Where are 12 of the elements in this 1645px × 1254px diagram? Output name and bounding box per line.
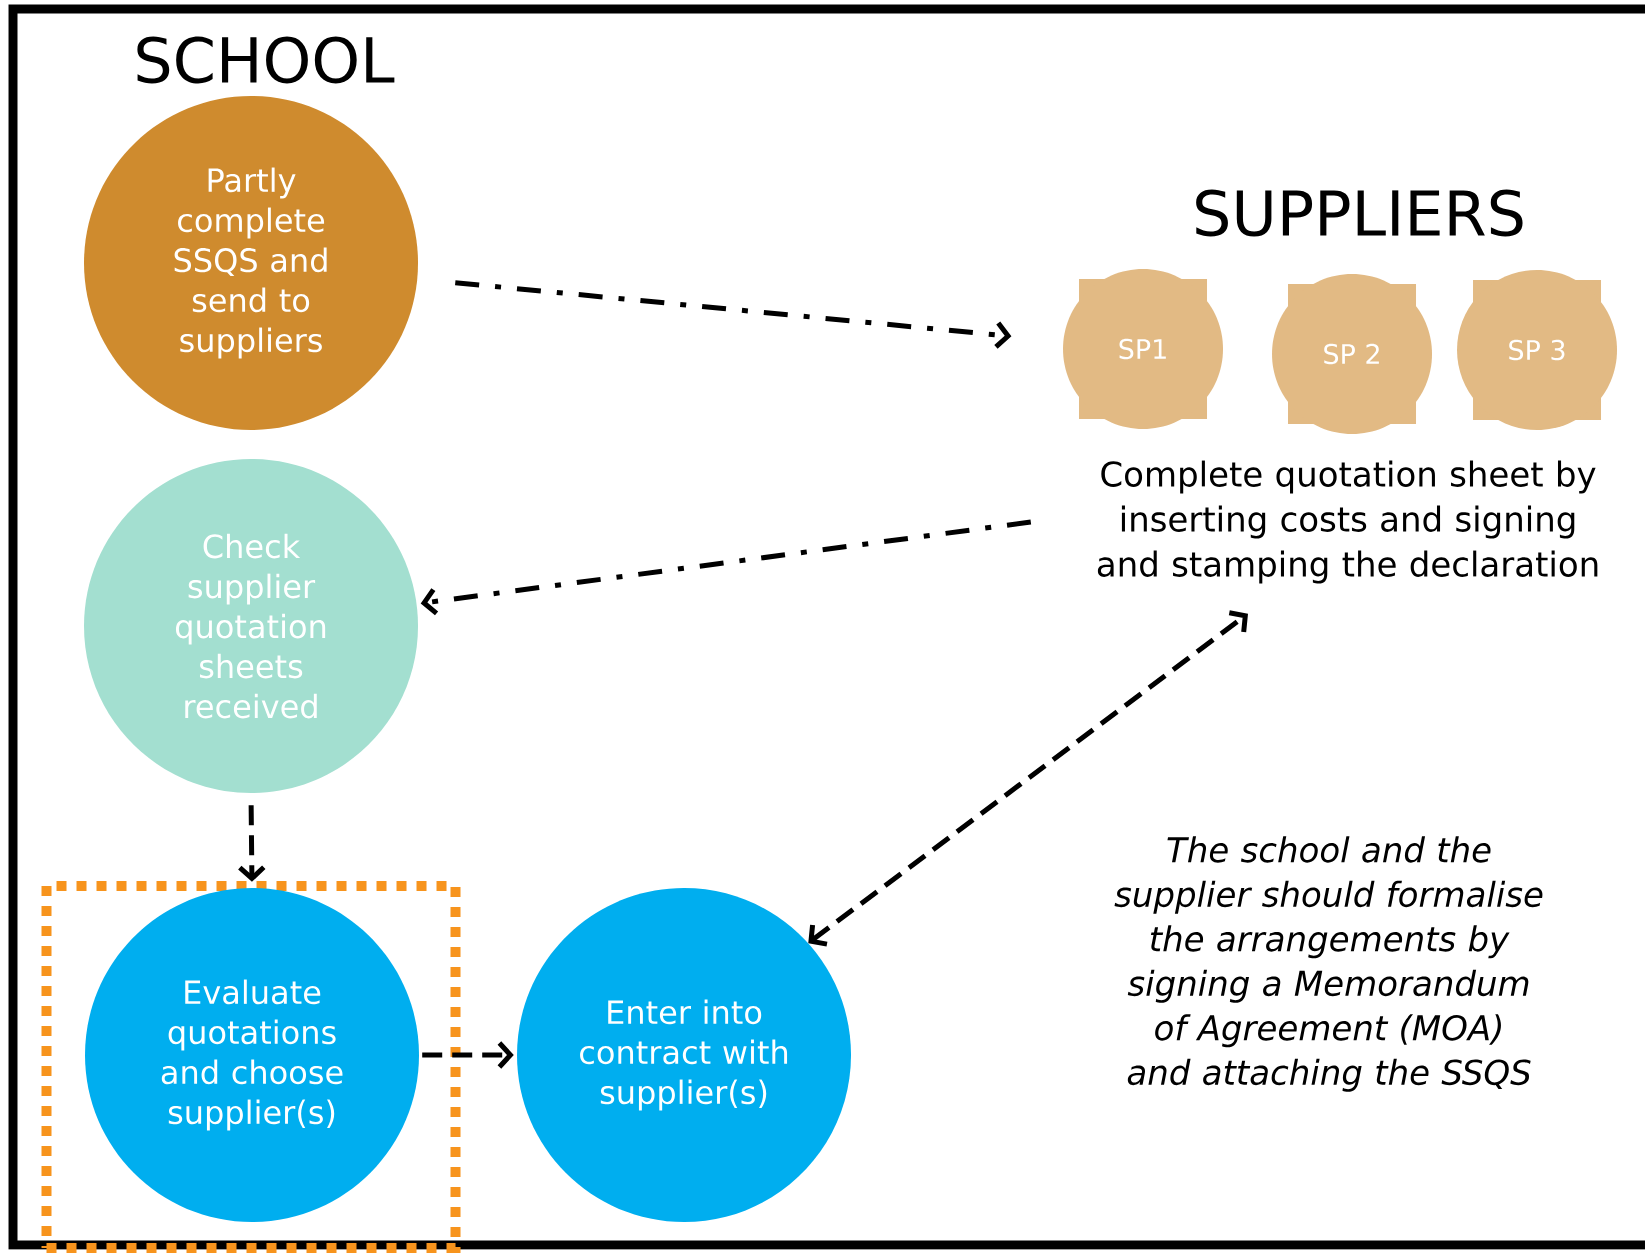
supplier-badge: SP 2 [1272, 274, 1432, 434]
arrow [420, 519, 1032, 616]
arrow [455, 280, 1012, 349]
step-text: Complete quotation sheet by inserting costs and signing and stamping the declaration [1097, 460, 1598, 584]
heading: SUPPLIERS [1196, 189, 1523, 237]
supplier-badge: SP1 [1063, 269, 1223, 429]
highlight-box [41, 881, 461, 1253]
supplier-badge: SP 3 [1457, 270, 1617, 430]
arrow [808, 610, 1248, 947]
note-text: The school and the supplier should formalise the arrangements by signing a Memorandum of Agreement (MOA) and attaching the SSQS [1114, 836, 1543, 1092]
arrow [422, 1041, 514, 1069]
arrow [238, 805, 266, 882]
